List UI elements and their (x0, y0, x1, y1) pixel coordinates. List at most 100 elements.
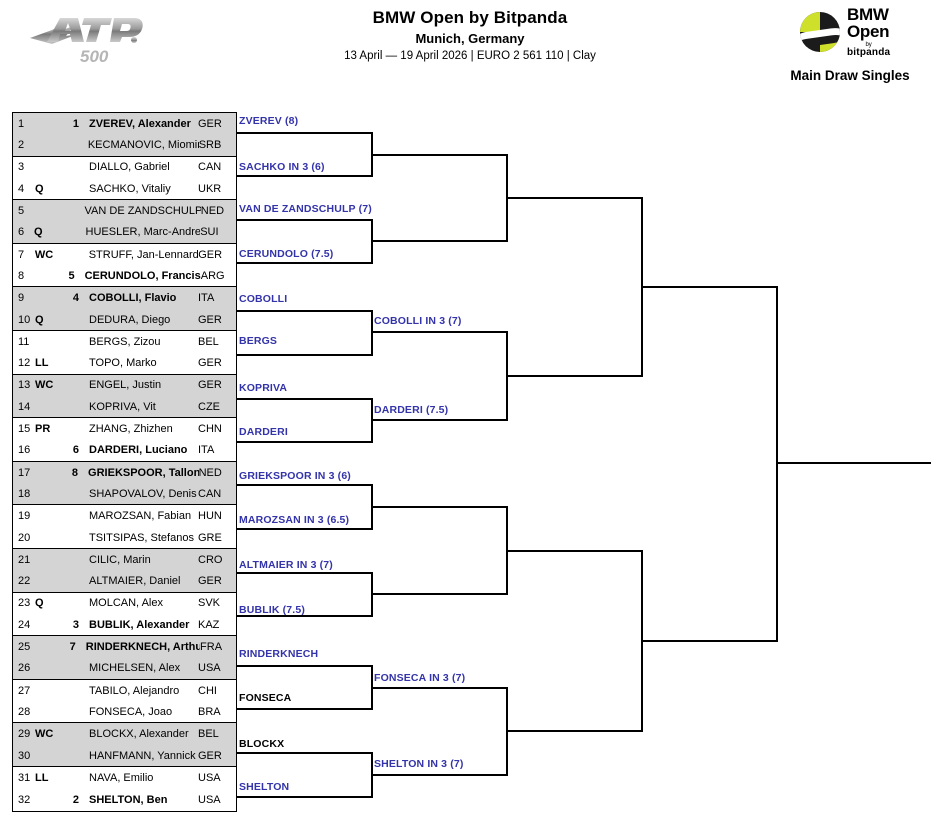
row-player-name[interactable]: MICHELSEN, Alex (89, 662, 181, 675)
row-country-code: GER (198, 575, 222, 588)
row-player-name[interactable]: SACHKO, Vitaliy (89, 182, 171, 195)
row-position: 11 (18, 335, 30, 348)
row-player-name[interactable]: BLOCKX, Alexander (89, 728, 189, 741)
row-player-name[interactable]: DIALLO, Gabriel (89, 161, 170, 174)
round2-pick[interactable]: VAN DE ZANDSCHULP (7) (239, 203, 372, 215)
row-player-name[interactable]: STRUFF, Jan-Lennard (88, 248, 199, 261)
round2-pick[interactable]: ZVEREV (8) (239, 115, 299, 127)
row-country-code: BEL (198, 728, 219, 741)
round2-pick[interactable]: FONSECA (239, 692, 292, 704)
row-player-name[interactable]: DEDURA, Diego (89, 313, 171, 326)
round2-pick[interactable]: MAROZSAN IN 3 (6.5) (239, 514, 350, 526)
row-player-name[interactable]: HANFMANN, Yannick (89, 749, 196, 762)
row-player-name[interactable]: ZVEREV, Alexander (89, 117, 191, 130)
round3-pick[interactable]: DARDERI (7.5) (374, 404, 449, 416)
row-player-name[interactable]: COBOLLI, Flavio (89, 292, 177, 305)
row-position: 21 (18, 553, 31, 566)
row-player-name[interactable]: TOPO, Marko (89, 357, 157, 370)
round2-pick[interactable]: BERGS (239, 335, 278, 347)
round3-pick[interactable]: FONSECA IN 3 (7) (374, 672, 466, 684)
row-position: 3 (18, 161, 25, 174)
row-position: 2 (18, 139, 25, 152)
row-player-name[interactable]: DARDERI, Luciano (89, 444, 188, 457)
row-player-name[interactable]: RINDERKNECH, Arthur (85, 641, 201, 654)
row-player-name[interactable]: SHAPOVALOV, Denis (89, 487, 197, 500)
round2-pick[interactable]: RINDERKNECH (239, 648, 319, 660)
row-player-name[interactable]: FONSECA, Joao (89, 705, 173, 718)
row-seed: 5 (68, 269, 75, 282)
row-player-name[interactable]: TABILO, Alejandro (89, 684, 180, 697)
row-entry-status: Q (35, 182, 44, 195)
row-player-name[interactable]: BUBLIK, Alexander (89, 618, 190, 631)
round2-pick[interactable]: SHELTON (239, 781, 290, 793)
row-player-name[interactable]: KOPRIVA, Vit (89, 400, 156, 413)
round2-pick[interactable]: COBOLLI (239, 293, 288, 305)
row-player-name[interactable]: MAROZSAN, Fabian (89, 510, 192, 523)
round2-pick[interactable]: SACHKO IN 3 (6) (239, 161, 325, 173)
row-position: 31 (18, 771, 31, 784)
row-position: 23 (18, 597, 31, 610)
row-player-name[interactable]: TSITSIPAS, Stefanos (89, 531, 194, 544)
row-seed: 4 (72, 292, 79, 305)
page-header: 500 BMW Open by Bitpanda Munich, Germany… (0, 0, 931, 100)
row-player-name[interactable]: BERGS, Zizou (89, 335, 161, 348)
round2-pick[interactable]: ALTMAIER IN 3 (7) (239, 559, 333, 571)
row-player-name[interactable]: HUESLER, Marc-Andrea (85, 226, 201, 239)
round2-pick[interactable]: GRIEKSPOOR IN 3 (6) (239, 470, 351, 482)
row-player-name[interactable]: ENGEL, Justin (89, 379, 162, 392)
round2-pick[interactable]: BUBLIK (7.5) (239, 604, 305, 616)
row-entry-status: WC (35, 728, 54, 741)
round2-pick[interactable]: BLOCKX (239, 738, 285, 750)
row-player-name[interactable]: ALTMAIER, Daniel (89, 575, 181, 588)
row-player-name[interactable]: MOLCAN, Alex (89, 597, 163, 610)
row-position: 16 (18, 444, 31, 457)
row-player-name[interactable]: GRIEKSPOOR, Tallon (88, 466, 199, 479)
row-player-name[interactable]: VAN DE ZANDSCHULP... (84, 205, 201, 218)
row-player-name[interactable]: ZHANG, Zhizhen (89, 423, 173, 436)
row-player-name[interactable]: NAVA, Emilio (89, 771, 154, 784)
tournament-name: BMW Open by Bitpanda (372, 8, 568, 27)
round3-pick[interactable]: SHELTON IN 3 (7) (374, 758, 464, 770)
row-player-name[interactable]: CILIC, Marin (89, 553, 151, 566)
round2-pick[interactable]: CERUNDOLO (7.5) (239, 248, 334, 260)
row-player-name[interactable]: CERUNDOLO, Francis... (84, 269, 201, 282)
row-position: 10 (18, 313, 31, 326)
round2-pick[interactable]: DARDERI (239, 426, 288, 438)
row-player-name[interactable]: SHELTON, Ben (89, 793, 168, 806)
round2-pick[interactable]: KOPRIVA (239, 382, 288, 394)
row-player-name[interactable]: KECMANOVIC, Miomir (87, 139, 199, 152)
round3-pick[interactable]: COBOLLI IN 3 (7) (374, 315, 462, 327)
